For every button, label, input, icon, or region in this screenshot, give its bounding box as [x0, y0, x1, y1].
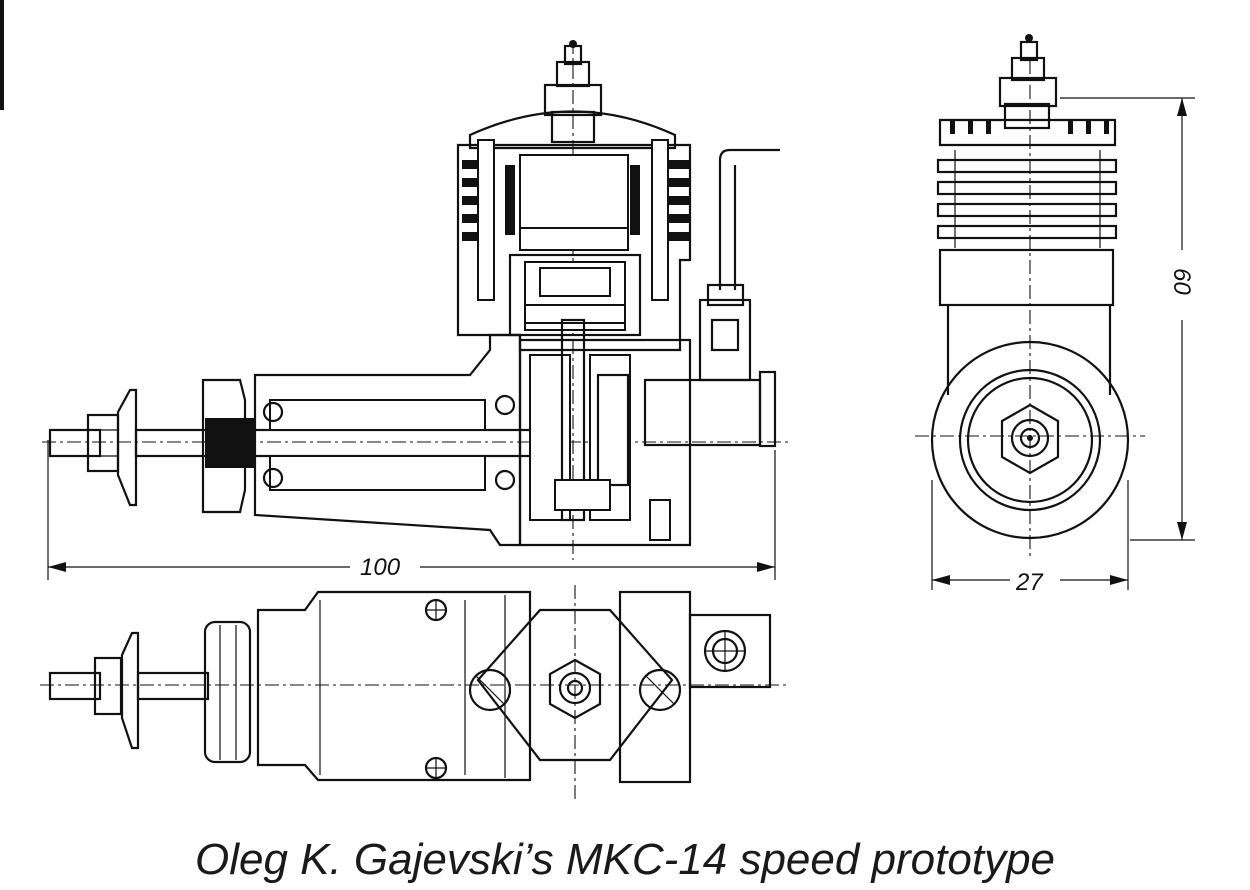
- height-dimension-label: 60: [1168, 268, 1195, 295]
- figure-caption: Oleg K. Gajevski’s MKC-14 speed prototyp…: [194, 835, 1056, 884]
- engine-technical-drawing: 100: [0, 0, 1195, 800]
- top-view: [40, 585, 790, 800]
- side-section-view: 100: [42, 40, 790, 581]
- length-dimension-label: 100: [360, 554, 401, 581]
- front-view: 60 27: [915, 34, 1195, 596]
- width-dimension-label: 27: [1015, 569, 1044, 596]
- left-border-bar: [0, 0, 4, 110]
